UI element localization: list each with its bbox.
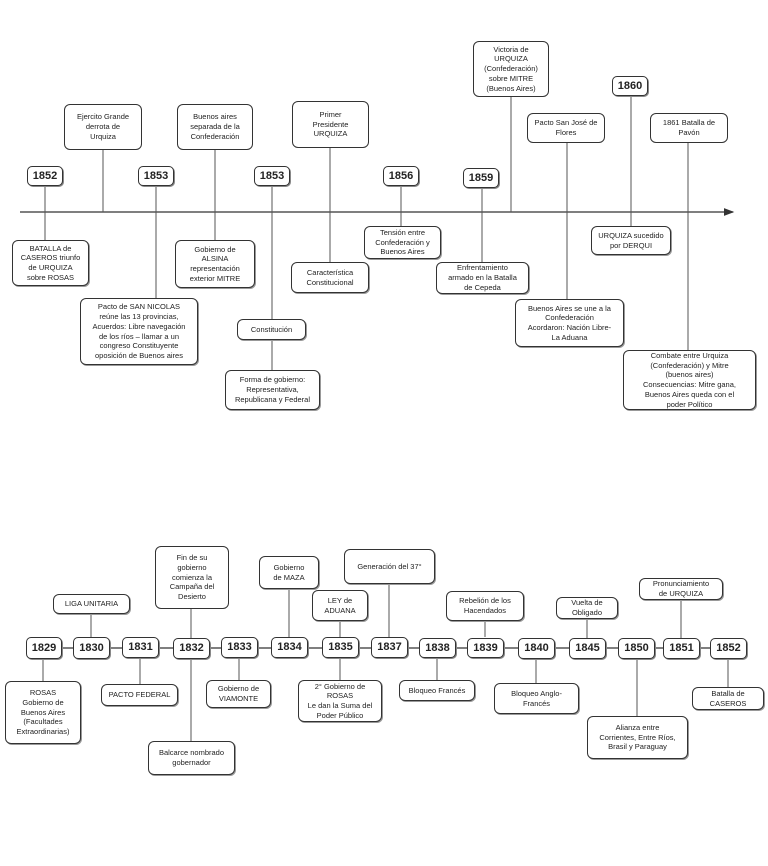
- year-1839-badge: 1839: [467, 638, 504, 658]
- note-pacto-flores: Pacto San José de Flores: [527, 113, 605, 143]
- note-pacto-federal: PACTO FEDERAL: [101, 684, 178, 706]
- year-1859-badge: 1859: [463, 168, 499, 188]
- note-bsas-une: Buenos Aires se une a la Confederación A…: [515, 299, 624, 347]
- note-ley-aduana: LEY de ADUANA: [312, 590, 368, 621]
- year-1852-badge: 1852: [27, 166, 63, 186]
- note-bsas-separada: Buenos aires separada de la Confederació…: [177, 104, 253, 150]
- year-1845-badge: 1845: [569, 638, 606, 659]
- year-1838-badge: 1838: [419, 638, 456, 658]
- note-alianza: Alianza entre Corrientes, Entre Ríos, Br…: [587, 716, 688, 759]
- note-fin-gobierno: Fin de su gobierno comienza la Campaña d…: [155, 546, 229, 609]
- year-1833-badge: 1833: [221, 637, 258, 658]
- note-victoria-urquiza: Victoria de URQUIZA (Confederación) sobr…: [473, 41, 549, 97]
- note-balcarce: Balcarce nombrado gobernador: [148, 741, 235, 775]
- note-vuelta-obligado: Vuelta de Obligado: [556, 597, 618, 619]
- year-1853-second-badge: 1853: [254, 166, 290, 186]
- year-1840-badge: 1840: [518, 638, 555, 659]
- note-caracteristica: Característica Constitucional: [291, 262, 369, 293]
- note-forma-gobierno: Forma de gobierno: Representativa, Repub…: [225, 370, 320, 410]
- note-urquiza-derqui: URQUIZA sucedido por DERQUI: [591, 226, 671, 255]
- note-primer-presidente: Primer Presidente URQUIZA: [292, 101, 369, 148]
- note-viamonte: Gobierno de VIAMONTE: [206, 680, 271, 708]
- note-pacto-san-nicolas: Pacto de SAN NICOLAS reúne las 13 provin…: [80, 298, 198, 365]
- year-1834-badge: 1834: [271, 637, 308, 658]
- note-gobierno-alsina: Gobierno de ALSINA representación exteri…: [175, 240, 255, 288]
- note-rebelion-hacendados: Rebelión de los Hacendados: [446, 591, 524, 621]
- note-segundo-gobierno: 2° Gobierno de ROSAS Le dan la Suma del …: [298, 680, 382, 722]
- year-1860-badge: 1860: [612, 76, 648, 96]
- year-1853-badge: 1853: [138, 166, 174, 186]
- note-rosas-gobierno: ROSAS Gobierno de Buenos Aires (Facultad…: [5, 681, 81, 744]
- note-combate: Combate entre Urquiza (Confederación) y …: [623, 350, 756, 410]
- year-1852-badge-t2: 1852: [710, 638, 747, 659]
- note-maza: Gobierno de MAZA: [259, 556, 319, 589]
- note-ejercito-grande: Ejercito Grande derrota de Urquiza: [64, 104, 142, 150]
- note-enfrentamiento: Enfrentamiento armado en la Batalla de C…: [436, 262, 529, 294]
- note-batalla-caseros: Batalla de CASEROS: [692, 687, 764, 710]
- year-1851-badge: 1851: [663, 638, 700, 659]
- note-pavon: 1861 Batalla de Pavón: [650, 113, 728, 143]
- year-1850-badge: 1850: [618, 638, 655, 659]
- note-bloqueo-frances: Bloqueo Francés: [399, 680, 475, 701]
- note-bloqueo-anglo-frances: Bloqueo Anglo- Francés: [494, 683, 579, 714]
- year-1835-badge: 1835: [322, 637, 359, 658]
- note-pronunciamiento: Pronunciamiento de URQUIZA: [639, 578, 723, 600]
- note-tension: Tensión entre Confederación y Buenos Air…: [364, 226, 441, 259]
- year-1837-badge: 1837: [371, 637, 408, 658]
- year-1832-badge: 1832: [173, 638, 210, 659]
- note-constitucion: Constitución: [237, 319, 306, 340]
- year-1830-badge: 1830: [73, 637, 110, 659]
- note-liga-unitaria: LIGA UNITARIA: [53, 594, 130, 614]
- year-1831-badge: 1831: [122, 637, 159, 658]
- note-generacion-37: Generación del 37°: [344, 549, 435, 584]
- note-caseros: BATALLA de CASEROS triunfo de URQUIZA so…: [12, 240, 89, 286]
- year-1856-badge: 1856: [383, 166, 419, 186]
- year-1829-badge: 1829: [26, 637, 62, 659]
